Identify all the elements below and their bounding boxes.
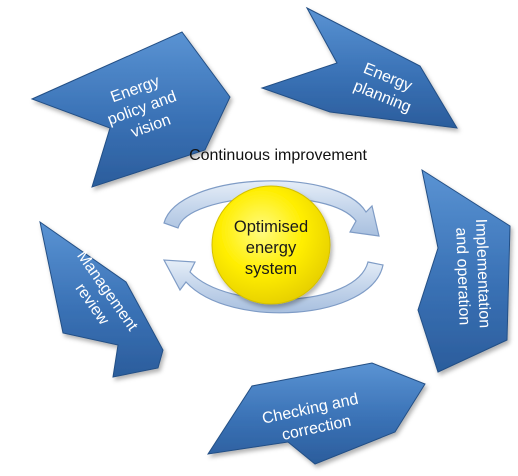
cycle-arrow-bottom (162, 259, 384, 314)
chevron-checking: Checking and correction (206, 362, 426, 465)
center-label-line-2: energy (246, 239, 297, 257)
step-label-implementation: Implementation and operation (452, 218, 493, 333)
chevron-energy-policy: Energy policy and vision (30, 31, 231, 188)
center-label-line-1: Optimised (234, 218, 308, 236)
chevron-implementation: Implementation and operation (417, 168, 511, 373)
chevron-management-review: Management review (39, 220, 164, 378)
diagram-title: Continuous improvement (189, 147, 367, 164)
center-label-line-3: system (245, 260, 297, 278)
center-circle (211, 185, 331, 305)
cycle-arrow-top (163, 180, 380, 237)
chevron-energy-planning: Energy planning (260, 6, 458, 129)
